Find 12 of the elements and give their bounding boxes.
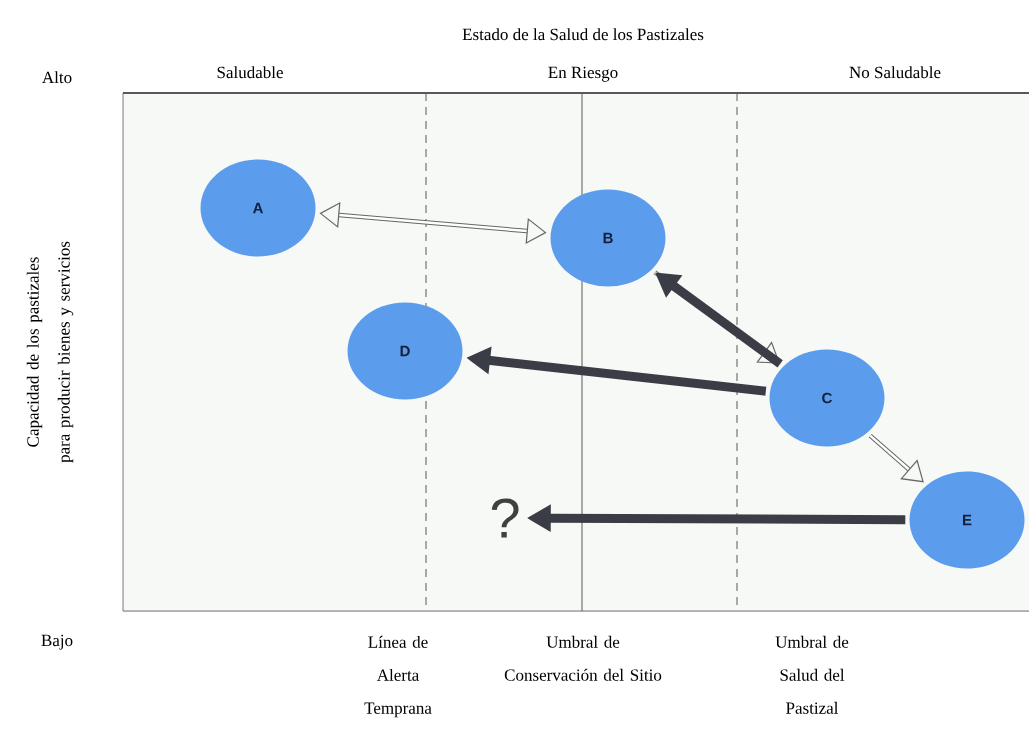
question-mark: ?	[491, 498, 519, 538]
threshold-label: Línea de Alerta Temprana	[364, 635, 432, 718]
axis-title: Capacidad de los pastizales para producir bienes y servicios	[26, 241, 74, 463]
column-heading: No Saludable	[849, 66, 941, 79]
chart-title: Estado de la Salud de los Pastizales	[462, 28, 704, 41]
axis-label: Alto	[42, 71, 72, 84]
arrow	[868, 433, 924, 483]
column-heading: En Riesgo	[548, 66, 618, 82]
column-heading: Saludable	[217, 66, 283, 79]
threshold-label: Umbral de Salud del Pastizal	[775, 635, 849, 714]
axis-label: Bajo	[41, 634, 73, 650]
threshold-label: Umbral de Conservación del Sitio	[504, 635, 662, 681]
